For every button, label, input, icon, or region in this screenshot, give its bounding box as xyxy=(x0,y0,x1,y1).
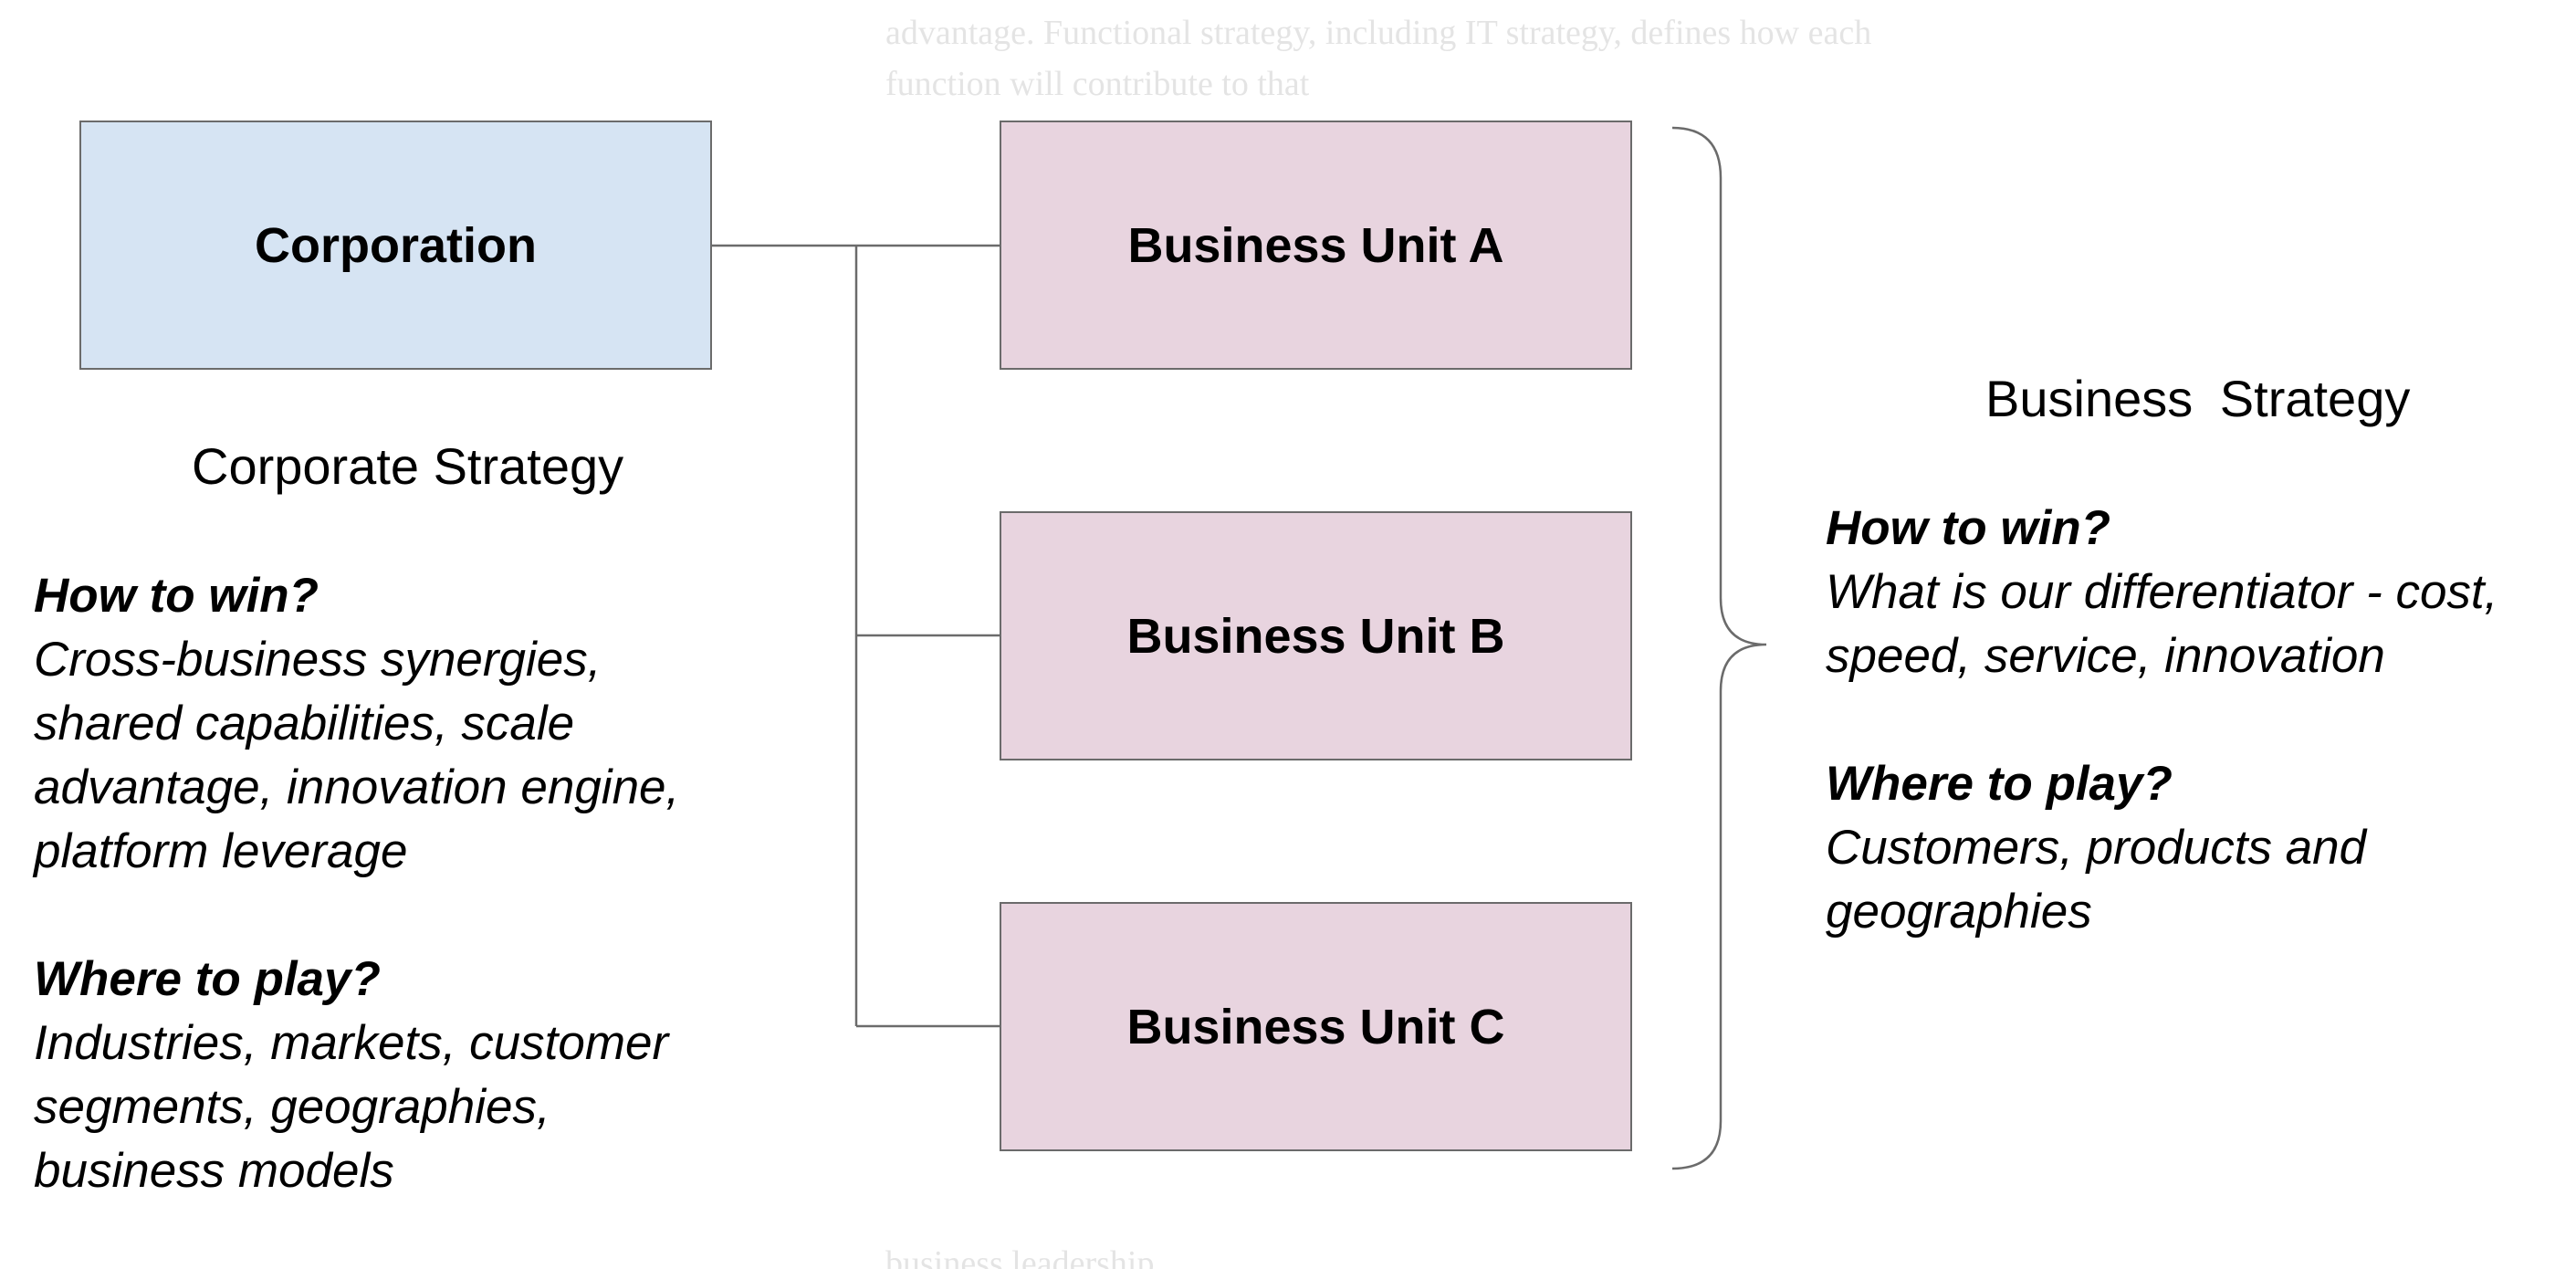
corp-where-to-play-question: Where to play? xyxy=(34,952,381,1006)
business-unit-c-label: Business Unit C xyxy=(1126,999,1505,1054)
biz-where-to-play-line: Customers, products and xyxy=(1826,821,2367,875)
biz-where-to-play-question: Where to play? xyxy=(1826,757,2173,811)
corp-where-to-play-line: Industries, markets, customer xyxy=(34,1016,669,1070)
corp-how-to-win-line: advantage, innovation engine, xyxy=(34,760,680,814)
biz-how-to-win-question: How to win? xyxy=(1826,501,2111,555)
business-strategy-heading: Business Strategy xyxy=(1985,370,2411,427)
corporate-strategy-panel: How to win? Cross-business synergies, sh… xyxy=(34,564,764,1203)
corp-how-to-win-line: shared capabilities, scale xyxy=(34,697,575,750)
corp-how-to-win-line: Cross-business synergies, xyxy=(34,633,602,687)
business-strategy-panel: How to win? What is our differentiator -… xyxy=(1826,497,2576,944)
corp-where-to-play-line: business models xyxy=(34,1144,394,1198)
business-unit-a-box: Business Unit A xyxy=(1000,121,1632,370)
corporation-label: Corporation xyxy=(255,217,537,273)
business-unit-b-box: Business Unit B xyxy=(1000,511,1632,760)
corp-where-to-play-line: segments, geographies, xyxy=(34,1080,550,1134)
corp-how-to-win-line: platform leverage xyxy=(34,824,408,878)
business-unit-c-box: Business Unit C xyxy=(1000,902,1632,1151)
background-text-top-2: function will contribute to that xyxy=(885,65,1310,100)
corp-how-to-win-question: How to win? xyxy=(34,569,319,623)
biz-where-to-play-line: geographies xyxy=(1826,885,2092,939)
background-text-top: advantage. Functional strategy, includin… xyxy=(885,14,1872,52)
biz-how-to-win-line: speed, service, innovation xyxy=(1826,629,2385,683)
corporate-strategy-heading: Corporate Strategy xyxy=(192,437,624,495)
background-text-bottom: business leadership xyxy=(885,1244,1155,1269)
corporation-box: Corporation xyxy=(79,121,712,370)
right-brace xyxy=(1671,126,1767,1170)
biz-how-to-win-line: What is our differentiator - cost, xyxy=(1826,565,2498,619)
business-unit-a-label: Business Unit A xyxy=(1127,217,1504,273)
business-unit-b-label: Business Unit B xyxy=(1126,608,1505,664)
